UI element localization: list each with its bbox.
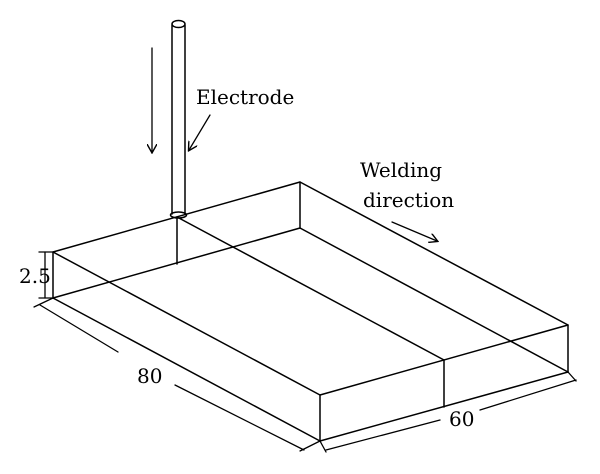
plate-hidden-bottom-right [299, 227, 569, 373]
length-extension-start [33, 297, 54, 308]
plate [52, 181, 569, 442]
width-extension-start [319, 440, 327, 453]
width-extension-end [567, 371, 577, 382]
welding-direction-label-line2: direction [363, 188, 454, 212]
welding-direction-label-line1: Welding [360, 158, 442, 182]
length-dimension-line-a [39, 304, 119, 353]
plate-bottom-left [52, 297, 321, 442]
length-dimension-line-b [174, 384, 305, 451]
plate-hidden-bottom-back [52, 227, 301, 299]
length-label: 80 [137, 364, 162, 388]
weld-seam-top [176, 216, 445, 361]
width-dimension-line-a [325, 419, 441, 451]
width-label: 60 [449, 407, 474, 431]
width-dimension-line-b [479, 379, 577, 411]
electrode-pointer-arrow [189, 114, 211, 150]
electrode-label: Electrode [196, 85, 294, 109]
thickness-label: 2.5 [19, 264, 51, 288]
electrode [169, 19, 188, 219]
welding-direction-arrow [391, 221, 437, 241]
